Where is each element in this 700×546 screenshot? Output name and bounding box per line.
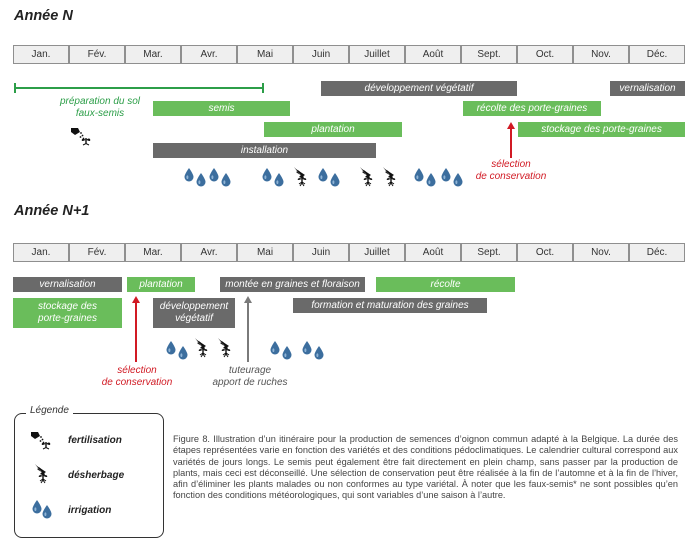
selection-label-year-n-1: sélection [491, 159, 531, 170]
month-feb: Fév. [69, 243, 125, 262]
tuteurage-arrow [247, 302, 249, 362]
month-sep: Sept. [461, 45, 517, 64]
month-feb: Fév. [69, 45, 125, 64]
irrigation-icon [221, 173, 231, 187]
month-may: Mai [237, 243, 293, 262]
bar-formation-maturation: formation et maturation des graines [293, 298, 487, 313]
prep-soil-tick-start [14, 83, 16, 93]
month-oct: Oct. [517, 45, 573, 64]
bar-stockage-n1-line-2: porte-graines [38, 313, 97, 324]
irrigation-icon [178, 346, 188, 360]
selection-label-year-n1-1: sélection [117, 365, 157, 376]
tuteurage-label-2: apport de ruches [212, 377, 288, 388]
month-jun: Juin [293, 243, 349, 262]
bar-montee-graines: montée en graines et floraison [220, 277, 365, 292]
desherbage-icon [358, 165, 374, 187]
desherbage-icon [33, 462, 49, 484]
selection-label-year-n1: sélection de conservation [92, 365, 182, 389]
prep-soil-label-2: faux-semis [75, 108, 125, 119]
bar-semis: semis [153, 101, 290, 116]
irrigation-icon [196, 173, 206, 187]
month-oct: Oct. [517, 243, 573, 262]
irrigation-icon [32, 500, 42, 514]
bar-stockage-n1-line-1: stockage des [38, 301, 97, 312]
bar-stockage-n1: stockage des porte-graines [13, 298, 122, 328]
fertilisation-icon [30, 430, 52, 450]
month-dec: Déc. [629, 243, 685, 262]
legend-label-irrigation: irrigation [68, 505, 112, 516]
bar-developpement-vegetatif: développement végétatif [321, 81, 517, 96]
prep-soil-line [14, 87, 264, 89]
month-aug: Août [405, 45, 461, 64]
irrigation-icon [270, 341, 280, 355]
month-mar: Mar. [125, 45, 181, 64]
irrigation-icon [414, 168, 424, 182]
month-jan: Jan. [13, 243, 69, 262]
month-apr: Avr. [181, 45, 237, 64]
prep-soil-tick-end [262, 83, 264, 93]
bar-vernalisation: vernalisation [610, 81, 685, 96]
irrigation-icon [426, 173, 436, 187]
tuteurage-label-1: tuteurage [228, 365, 272, 376]
irrigation-icon [330, 173, 340, 187]
bar-vernalisation-n1: vernalisation [13, 277, 122, 292]
desherbage-icon [216, 336, 232, 358]
bar-developpement-n1-line-1: développement [159, 301, 229, 312]
bar-recolte-porte-graines: récolte des porte-graines [463, 101, 601, 116]
bar-developpement-n1-line-2: végétatif [175, 313, 213, 324]
irrigation-icon [441, 168, 451, 182]
month-jul: Juillet [349, 243, 405, 262]
selection-label-year-n-2: de conservation [475, 171, 547, 182]
bar-stockage-porte-graines: stockage des porte-graines [518, 122, 685, 137]
irrigation-icon [314, 346, 324, 360]
legend-label-fertilisation: fertilisation [68, 435, 122, 446]
desherbage-icon [381, 165, 397, 187]
bar-recolte-n1: récolte [376, 277, 515, 292]
month-jun: Juin [293, 45, 349, 64]
irrigation-icon [262, 168, 272, 182]
month-jul: Juillet [349, 45, 405, 64]
month-nov: Nov. [573, 45, 629, 64]
bar-plantation: plantation [264, 122, 402, 137]
irrigation-icon [166, 341, 176, 355]
year-n-title: Année N [14, 8, 73, 24]
irrigation-icon [209, 168, 219, 182]
irrigation-icon [453, 173, 463, 187]
prep-soil-label-1: préparation du sol [59, 96, 141, 107]
tuteurage-label: tuteurage apport de ruches [205, 365, 295, 389]
month-aug: Août [405, 243, 461, 262]
fertilisation-icon [70, 126, 92, 146]
month-sep: Sept. [461, 243, 517, 262]
legend-label-desherbage: désherbage [68, 470, 125, 481]
month-apr: Avr. [181, 243, 237, 262]
legend-title: Légende [26, 405, 73, 416]
prep-soil-label: préparation du sol faux-semis [50, 96, 150, 120]
legend-box [14, 413, 164, 538]
month-jan: Jan. [13, 45, 69, 64]
desherbage-icon [193, 336, 209, 358]
irrigation-icon [184, 168, 194, 182]
selection-label-year-n: sélection de conservation [466, 159, 556, 183]
month-mar: Mar. [125, 243, 181, 262]
irrigation-icon [318, 168, 328, 182]
year-n1-title: Année N+1 [14, 203, 90, 219]
irrigation-icon [302, 341, 312, 355]
selection-arrow-year-n [510, 128, 512, 158]
month-nov: Nov. [573, 243, 629, 262]
bar-plantation-n1: plantation [127, 277, 195, 292]
irrigation-icon [282, 346, 292, 360]
month-dec: Déc. [629, 45, 685, 64]
bar-developpement-n1: développement végétatif [153, 298, 235, 328]
figure-caption: Figure 8. Illustration d’un itinéraire p… [173, 434, 678, 501]
month-may: Mai [237, 45, 293, 64]
irrigation-icon [42, 505, 52, 519]
desherbage-icon [292, 165, 308, 187]
bar-installation: installation [153, 143, 376, 158]
selection-arrow-year-n1 [135, 302, 137, 362]
selection-label-year-n1-2: de conservation [101, 377, 173, 388]
irrigation-icon [274, 173, 284, 187]
